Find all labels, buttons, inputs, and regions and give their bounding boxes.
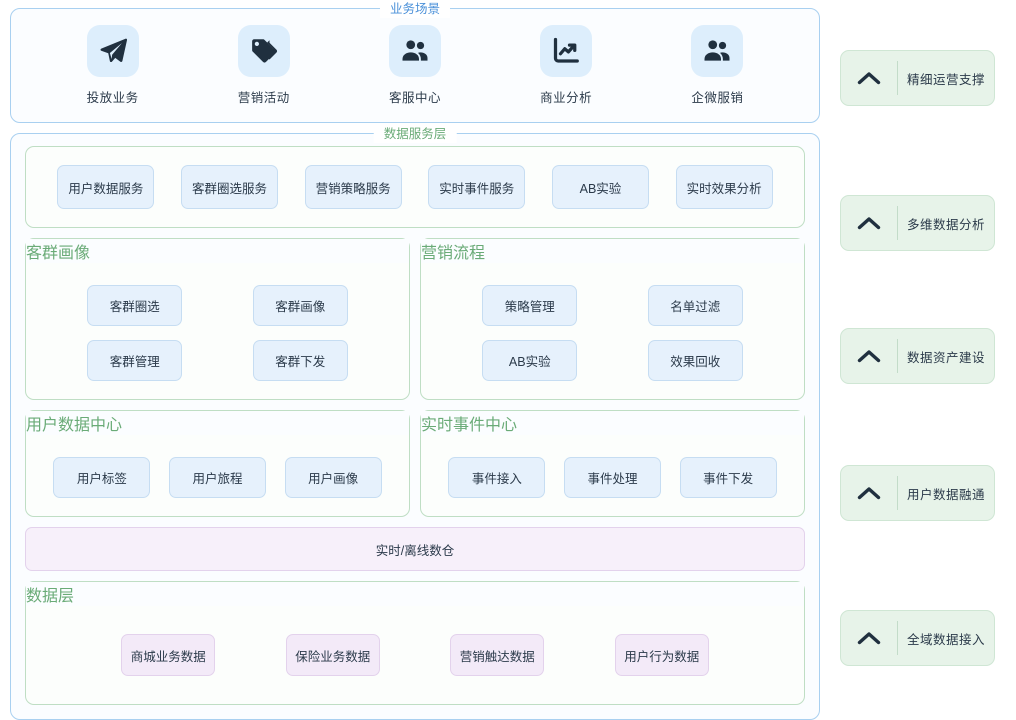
profile-chip[interactable]: 客群下发 xyxy=(252,340,348,381)
realtime-event-center-group: 实时事件中心 事件接入 事件处理 事件下发 xyxy=(420,410,805,517)
event-chip[interactable]: 事件接入 xyxy=(448,457,546,498)
data-source-chip[interactable]: 用户行为数据 xyxy=(614,634,709,676)
service-chip[interactable]: 实时事件服务 xyxy=(428,165,526,209)
price-tag-icon xyxy=(237,25,290,77)
user-data-chip[interactable]: 用户标签 xyxy=(53,457,151,498)
people-group-icon xyxy=(388,25,441,77)
marketing-flow-group: 营销流程 策略管理 名单过滤 AB实验 效果回收 xyxy=(420,238,805,400)
business-scenario-items: 投放业务 营销活动 xyxy=(11,9,819,122)
scenario-item-business-analysis[interactable]: 商业分析 xyxy=(510,25,622,106)
event-chip[interactable]: 事件下发 xyxy=(679,457,777,498)
business-scenario-legend: 业务场景 xyxy=(379,0,451,18)
pill-divider xyxy=(897,206,898,240)
capability-pill-label: 精细运营支撑 xyxy=(906,72,985,87)
data-layer-items: 商城业务数据 保险业务数据 营销触达数据 用户行为数据 xyxy=(26,606,804,704)
marketing-flow-legend: 营销流程 xyxy=(421,239,804,263)
customer-profile-group: 客群画像 客群圈选 客群画像 客群管理 客群下发 xyxy=(25,238,410,400)
data-layer-legend: 数据层 xyxy=(26,582,804,606)
chevron-up-icon xyxy=(841,349,897,363)
marketing-chip[interactable]: AB实验 xyxy=(482,340,578,381)
scenario-item-marketing-campaign[interactable]: 营销活动 xyxy=(208,25,320,106)
send-paper-plane-icon xyxy=(86,25,139,77)
pill-divider xyxy=(897,339,898,373)
service-chip[interactable]: 客群圈选服务 xyxy=(180,165,278,209)
profile-chip[interactable]: 客群画像 xyxy=(252,285,348,326)
data-source-chip[interactable]: 保险业务数据 xyxy=(285,634,380,676)
chevron-up-icon xyxy=(841,631,897,645)
user-data-center-group: 用户数据中心 用户标签 用户旅程 用户画像 xyxy=(25,410,410,517)
capability-pill-user-data-integration[interactable]: 用户数据融通 xyxy=(840,465,995,521)
scenario-item-label: 客服中心 xyxy=(388,91,441,105)
user-data-chip[interactable]: 用户画像 xyxy=(284,457,382,498)
realtime-event-center-items: 事件接入 事件处理 事件下发 xyxy=(421,435,804,516)
capability-pill-data-asset-construction[interactable]: 数据资产建设 xyxy=(840,328,995,384)
service-chip[interactable]: 营销策略服务 xyxy=(304,165,402,209)
marketing-chip[interactable]: 策略管理 xyxy=(482,285,578,326)
customer-profile-legend: 客群画像 xyxy=(26,239,409,263)
center-groups-row: 用户数据中心 用户标签 用户旅程 用户画像 实时事件中心 事件接入 事件处理 事… xyxy=(25,410,805,517)
diagram-main-column: 业务场景 投放业务 xyxy=(10,0,820,720)
data-service-items: 用户数据服务 客群圈选服务 营销策略服务 实时事件服务 AB实验 实时效果分析 xyxy=(26,147,804,227)
middle-groups-row: 客群画像 客群圈选 客群画像 客群管理 客群下发 营销流程 策略管理 名单过滤 … xyxy=(25,238,805,400)
service-chip[interactable]: 实时效果分析 xyxy=(675,165,773,209)
scenario-item-label: 投放业务 xyxy=(86,91,139,105)
line-chart-trend-icon xyxy=(540,25,593,77)
scenario-item-label: 企微服销 xyxy=(691,91,744,105)
capability-pill-label: 数据资产建设 xyxy=(906,350,985,365)
pill-divider xyxy=(897,621,898,655)
data-source-chip[interactable]: 商城业务数据 xyxy=(121,634,216,676)
capability-pill-label: 全域数据接入 xyxy=(906,632,985,647)
realtime-event-center-legend: 实时事件中心 xyxy=(421,411,804,435)
capability-pill-column: 精细运营支撑 多维数据分析 数据资产建设 xyxy=(828,0,1016,720)
data-platform-group: 数据服务层 用户数据服务 客群圈选服务 营销策略服务 实时事件服务 AB实验 实… xyxy=(10,125,820,720)
pill-divider xyxy=(897,61,898,95)
marketing-chip[interactable]: 名单过滤 xyxy=(647,285,743,326)
service-chip[interactable]: 用户数据服务 xyxy=(57,165,155,209)
scenario-item-customer-service[interactable]: 客服中心 xyxy=(359,25,471,106)
chevron-up-icon xyxy=(841,71,897,85)
scenario-item-delivery[interactable]: 投放业务 xyxy=(57,25,169,106)
profile-chip[interactable]: 客群管理 xyxy=(87,340,183,381)
profile-chip[interactable]: 客群圈选 xyxy=(87,285,183,326)
chevron-up-icon xyxy=(841,486,897,500)
marketing-flow-items: 策略管理 名单过滤 AB实验 效果回收 xyxy=(421,263,804,399)
capability-pill-label: 用户数据融通 xyxy=(906,487,985,502)
data-source-chip[interactable]: 营销触达数据 xyxy=(450,634,545,676)
people-group-icon xyxy=(691,25,744,77)
capability-pill-label: 多维数据分析 xyxy=(906,217,985,232)
data-service-layer-legend: 数据服务层 xyxy=(373,125,457,143)
capability-pill-omni-data-access[interactable]: 全域数据接入 xyxy=(840,610,995,666)
scenario-item-label: 商业分析 xyxy=(540,91,593,105)
marketing-chip[interactable]: 效果回收 xyxy=(647,340,743,381)
business-scenario-group: 业务场景 投放业务 xyxy=(10,0,820,123)
customer-profile-items: 客群圈选 客群画像 客群管理 客群下发 xyxy=(26,263,409,399)
data-layer-group: 数据层 商城业务数据 保险业务数据 营销触达数据 用户行为数据 xyxy=(25,581,805,705)
user-data-chip[interactable]: 用户旅程 xyxy=(168,457,266,498)
capability-pill-refined-operation[interactable]: 精细运营支撑 xyxy=(840,50,995,106)
pill-divider xyxy=(897,476,898,510)
scenario-item-label: 营销活动 xyxy=(237,91,290,105)
scenario-item-wecom-sales[interactable]: 企微服销 xyxy=(661,25,773,106)
realtime-offline-warehouse-bar[interactable]: 实时/离线数仓 xyxy=(25,527,805,571)
user-data-center-items: 用户标签 用户旅程 用户画像 xyxy=(26,435,409,516)
user-data-center-legend: 用户数据中心 xyxy=(26,411,409,435)
service-chip[interactable]: AB实验 xyxy=(551,165,649,209)
data-service-row-group: 用户数据服务 客群圈选服务 营销策略服务 实时事件服务 AB实验 实时效果分析 xyxy=(25,146,805,228)
event-chip[interactable]: 事件处理 xyxy=(563,457,661,498)
chevron-up-icon xyxy=(841,216,897,230)
capability-pill-multidimensional-analysis[interactable]: 多维数据分析 xyxy=(840,195,995,251)
